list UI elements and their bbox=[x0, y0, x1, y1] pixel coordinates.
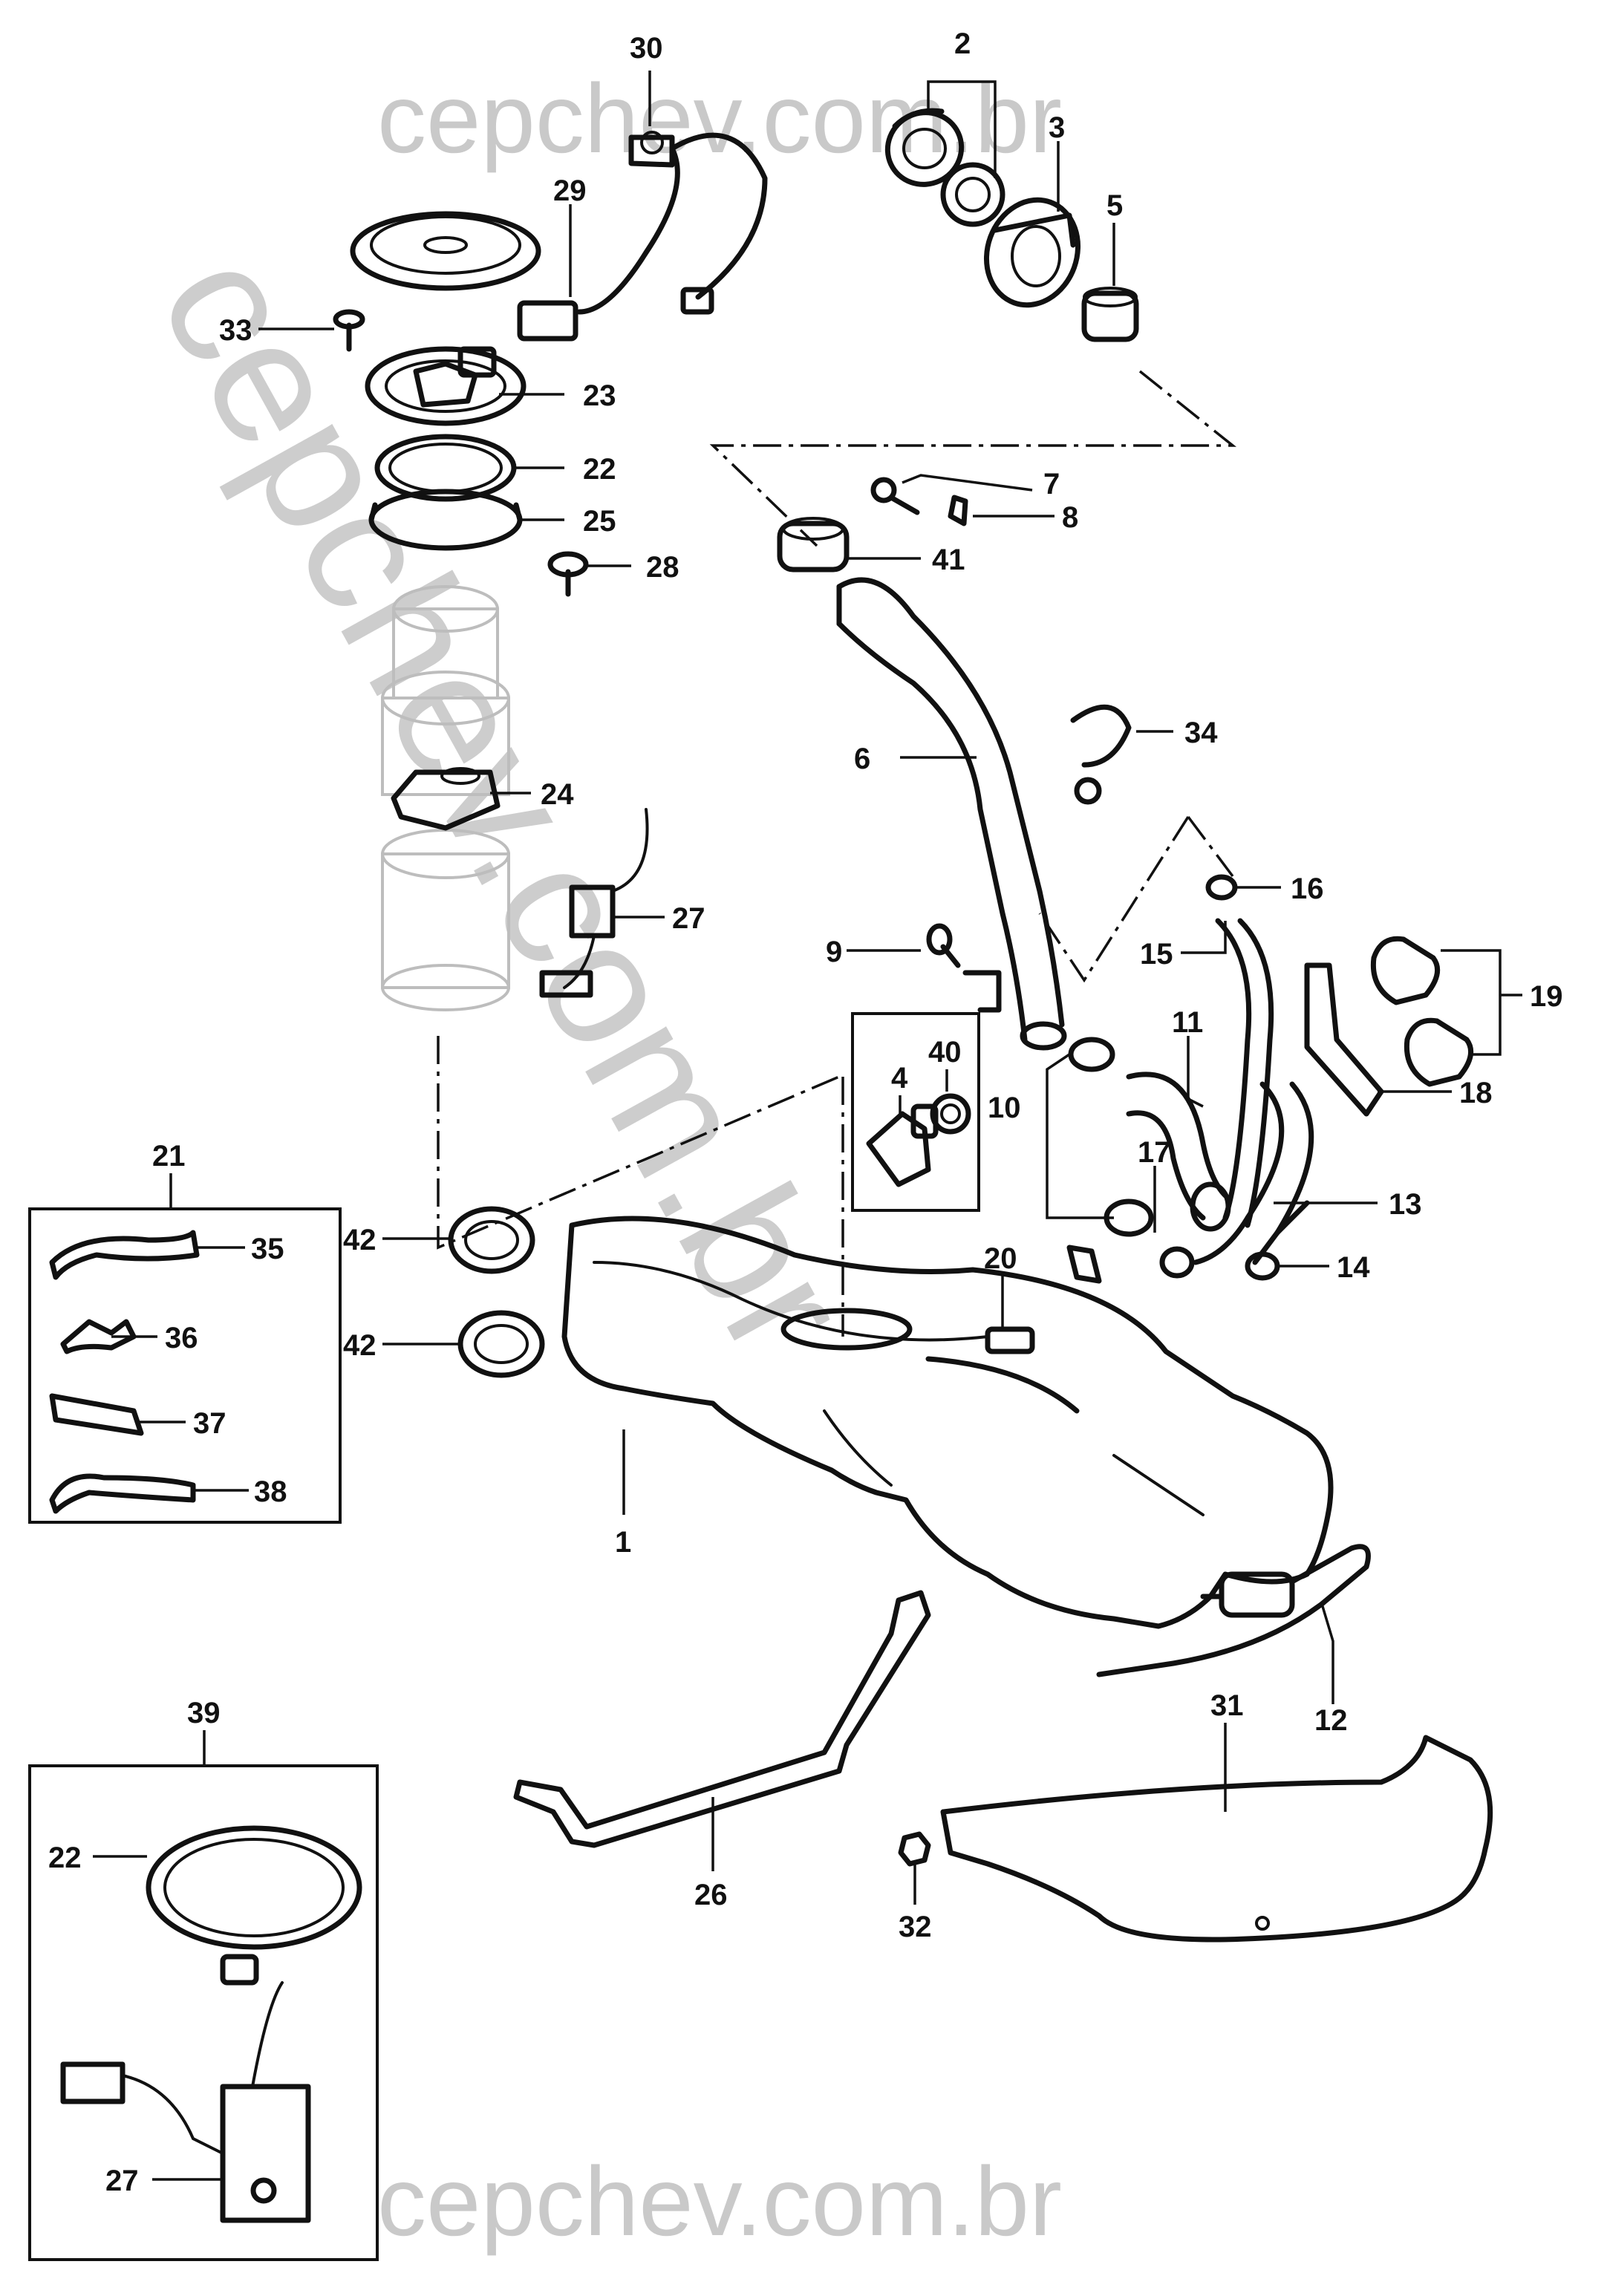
heat-shield-strip bbox=[1304, 962, 1384, 1117]
callout-25: 25 bbox=[583, 505, 616, 538]
callout-19: 19 bbox=[1530, 980, 1563, 1013]
callout-15: 15 bbox=[1140, 938, 1173, 971]
fuel-filter bbox=[1200, 1571, 1295, 1618]
kit-seal-ring bbox=[146, 1825, 362, 1950]
callout-33: 33 bbox=[219, 314, 252, 347]
callout-labels: 2 3 5 30 29 33 23 22 25 28 24 27 7 8 41 … bbox=[48, 27, 1563, 2197]
callout-13: 13 bbox=[1389, 1188, 1422, 1221]
leader-lines bbox=[93, 71, 1522, 2181]
callout-27b: 27 bbox=[105, 2165, 139, 2197]
strip-36 bbox=[60, 1319, 137, 1354]
hose-bracket bbox=[1070, 704, 1132, 805]
callout-22a: 22 bbox=[583, 453, 616, 486]
sender-kit-box bbox=[28, 1764, 379, 2261]
access-cover bbox=[350, 211, 541, 291]
callout-1: 1 bbox=[615, 1526, 631, 1559]
strip-37 bbox=[49, 1393, 144, 1436]
neck-bolt bbox=[870, 477, 920, 515]
neck-bolt-lower bbox=[926, 923, 961, 968]
callout-4: 4 bbox=[891, 1062, 908, 1095]
kit-level-sender bbox=[60, 1954, 311, 2223]
cap-seal-ring bbox=[940, 162, 1005, 227]
callout-10: 10 bbox=[988, 1092, 1021, 1124]
shield-nut bbox=[898, 1831, 931, 1867]
check-valve-kit-box bbox=[851, 1012, 980, 1212]
watermark-bottom: cepchev.com.br bbox=[377, 2147, 1062, 2256]
strip-kit-box bbox=[28, 1207, 342, 1524]
callout-20: 20 bbox=[984, 1242, 1017, 1275]
valve-seal bbox=[930, 1093, 971, 1135]
callout-18: 18 bbox=[1459, 1077, 1493, 1109]
callout-35: 35 bbox=[251, 1233, 284, 1265]
vent-hose-clamp bbox=[1205, 874, 1238, 901]
vent-hose bbox=[1215, 918, 1274, 1228]
level-sender bbox=[539, 808, 649, 998]
fuel-tank bbox=[561, 1216, 1334, 1629]
vent-valve bbox=[547, 551, 589, 597]
pump-flange bbox=[365, 346, 527, 426]
callout-32: 32 bbox=[899, 1911, 932, 1943]
callout-39: 39 bbox=[187, 1697, 221, 1729]
callout-29: 29 bbox=[553, 175, 587, 207]
filler-housing bbox=[983, 197, 1081, 308]
callout-42b: 42 bbox=[343, 1329, 377, 1362]
tank-strap bbox=[513, 1590, 931, 1848]
callout-37: 37 bbox=[193, 1407, 226, 1440]
callout-34: 34 bbox=[1184, 717, 1218, 749]
callout-2: 2 bbox=[954, 27, 971, 60]
filler-cap bbox=[884, 108, 965, 187]
hose-clips-pair bbox=[1370, 936, 1474, 1087]
callout-40: 40 bbox=[928, 1036, 962, 1069]
callout-7: 7 bbox=[1043, 468, 1060, 500]
callout-30: 30 bbox=[630, 32, 663, 65]
fuel-line bbox=[1096, 1544, 1371, 1677]
filler-seal bbox=[985, 1245, 1102, 1354]
callout-21: 21 bbox=[152, 1140, 186, 1173]
filler-neck bbox=[836, 577, 1067, 1051]
tank-clamp-upper bbox=[448, 1206, 535, 1274]
grommet bbox=[1081, 287, 1139, 342]
callout-31: 31 bbox=[1210, 1689, 1244, 1722]
harness-clip bbox=[628, 131, 675, 168]
callout-38: 38 bbox=[254, 1475, 287, 1508]
callout-3: 3 bbox=[1049, 111, 1065, 144]
callout-28: 28 bbox=[646, 551, 679, 584]
callout-42a: 42 bbox=[343, 1224, 377, 1256]
callout-22b: 22 bbox=[48, 1842, 82, 1874]
callout-27a: 27 bbox=[672, 902, 705, 935]
neck-grommet bbox=[777, 517, 850, 573]
callout-16: 16 bbox=[1291, 873, 1324, 905]
tank-clamp-lower bbox=[457, 1310, 545, 1378]
callout-14: 14 bbox=[1337, 1251, 1370, 1284]
callout-6: 6 bbox=[854, 743, 870, 775]
callout-5: 5 bbox=[1106, 189, 1123, 222]
callout-36: 36 bbox=[165, 1322, 198, 1354]
callout-24: 24 bbox=[541, 778, 574, 811]
callout-26: 26 bbox=[694, 1879, 728, 1911]
pump-filter bbox=[391, 767, 501, 831]
check-valve bbox=[866, 1103, 939, 1187]
callout-12: 12 bbox=[1314, 1704, 1348, 1737]
strip-35 bbox=[49, 1230, 200, 1280]
callout-9: 9 bbox=[826, 936, 842, 968]
callout-11: 11 bbox=[1172, 1006, 1203, 1039]
callout-17: 17 bbox=[1138, 1136, 1171, 1169]
strip-38 bbox=[49, 1473, 196, 1514]
callout-41: 41 bbox=[932, 544, 965, 576]
neck-clip bbox=[948, 495, 968, 526]
wiring-harness bbox=[517, 132, 768, 342]
pump-module-ghost bbox=[381, 585, 510, 1011]
tank-shield bbox=[940, 1735, 1493, 1943]
cover-screw bbox=[333, 309, 365, 352]
callout-23: 23 bbox=[583, 379, 616, 412]
callout-8: 8 bbox=[1062, 501, 1078, 534]
assembly-lines bbox=[437, 370, 1236, 1337]
